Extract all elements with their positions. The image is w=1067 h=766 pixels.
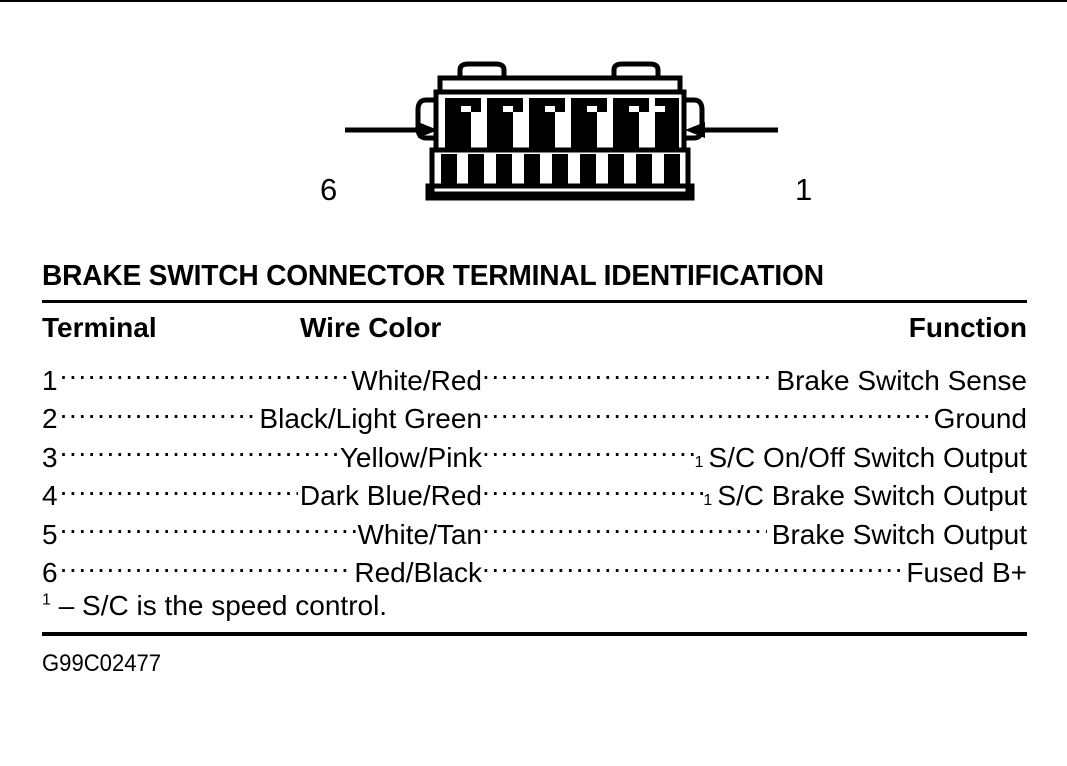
terminal-cavity-2	[613, 98, 649, 152]
footnote: 1 – S/C is the speed control.	[42, 586, 1027, 626]
wire-color: Red/Black	[354, 557, 482, 588]
function-text: Ground	[933, 403, 1027, 434]
leader-dots	[482, 428, 695, 467]
lower-slot-f	[580, 154, 596, 186]
leader-dots	[482, 544, 901, 583]
pin-label-6: 6	[320, 172, 338, 207]
terminal-number: 4	[42, 480, 58, 511]
terminal-cavities	[445, 98, 679, 152]
footnote-mark: 1	[42, 591, 51, 609]
table-rows: 1 White/Red Brake Switch Sense 2 Black/L…	[42, 351, 1027, 589]
side-ear-left	[415, 97, 436, 141]
column-headers: Terminal Wire Color Function	[42, 307, 1027, 349]
terminal-number: 5	[42, 518, 58, 550]
table-title: BRAKE SWITCH CONNECTOR TERMINAL IDENTIFI…	[42, 260, 824, 292]
housing-lower	[429, 147, 691, 197]
column-header-terminal: Terminal	[42, 312, 157, 343]
leader-dots	[60, 544, 353, 583]
lower-slot-h	[636, 154, 652, 186]
column-header-function: Function	[908, 312, 1027, 343]
terminal-cavity-5	[487, 98, 523, 152]
terminal-cavity-6	[445, 98, 481, 152]
lower-slot-d	[524, 154, 540, 186]
lower-slot-e	[552, 154, 568, 186]
title-underline-rule	[42, 300, 1027, 303]
function-text: S/C On/Off Switch Output	[708, 441, 1028, 473]
terminal-cavity-3	[571, 98, 607, 152]
leader-dots	[482, 505, 767, 544]
table-row: 4 Dark Blue/Red 1 S/C Brake Switch Outpu…	[42, 467, 1027, 512]
lower-slot-a	[441, 154, 457, 186]
lower-slots	[441, 154, 680, 186]
terminal-number: 2	[42, 403, 58, 434]
leader-dots	[60, 351, 350, 390]
column-header-wire-color: Wire Color	[300, 312, 442, 343]
table-row: 6 Red/Black Fused B+	[42, 544, 1027, 589]
table-row: 5 White/Tan Brake Switch Output	[42, 505, 1027, 550]
function-text: Fused B+	[906, 557, 1027, 588]
leader-dots	[482, 467, 703, 506]
terminal-number: 3	[42, 441, 58, 473]
terminal-number: 6	[42, 557, 58, 588]
terminal-number: 1	[42, 364, 58, 396]
table-row: 1 White/Red Brake Switch Sense	[42, 351, 1027, 396]
lower-slot-c	[496, 154, 512, 186]
leader-dots	[482, 351, 771, 390]
wire-color: White/Tan	[357, 518, 483, 550]
table-row: 3 Yellow/Pink 1 S/C On/Off Switch Output	[42, 428, 1027, 473]
wire-color: Yellow/Pink	[339, 441, 482, 473]
footnote-mark: 1	[703, 492, 713, 509]
terminal-cavity-1	[655, 98, 679, 152]
leader-dots	[482, 390, 929, 429]
leader-dots	[60, 428, 338, 467]
leader-dots	[60, 467, 298, 506]
latch-tab-left	[457, 61, 507, 78]
top-frame-rule	[0, 0, 1067, 2]
arrowhead-left	[418, 122, 438, 138]
function-text: S/C Brake Switch Output	[717, 480, 1027, 511]
terminal-identification-table: BRAKE SWITCH CONNECTOR TERMINAL IDENTIFI…	[42, 258, 1027, 678]
lower-slot-g	[608, 154, 624, 186]
table-row: 2 Black/Light Green Ground	[42, 390, 1027, 435]
wire-color: White/Red	[351, 364, 482, 396]
bottom-rule	[42, 632, 1027, 636]
side-ear-right	[684, 97, 705, 141]
footnote-text: – S/C is the speed control.	[58, 590, 388, 621]
lower-slot-i	[664, 154, 680, 186]
reference-code: G99C02477	[42, 650, 162, 677]
lower-slot-b	[468, 154, 484, 186]
latch-tab-right	[611, 61, 661, 78]
pin-label-1: 1	[795, 172, 813, 207]
connector-drawing	[345, 61, 778, 201]
connector-diagram: 6 1	[0, 52, 1067, 212]
leader-dots	[60, 390, 258, 429]
terminal-cavity-4	[529, 98, 565, 152]
leader-dots	[60, 505, 356, 544]
footnote-mark: 1	[694, 453, 704, 471]
